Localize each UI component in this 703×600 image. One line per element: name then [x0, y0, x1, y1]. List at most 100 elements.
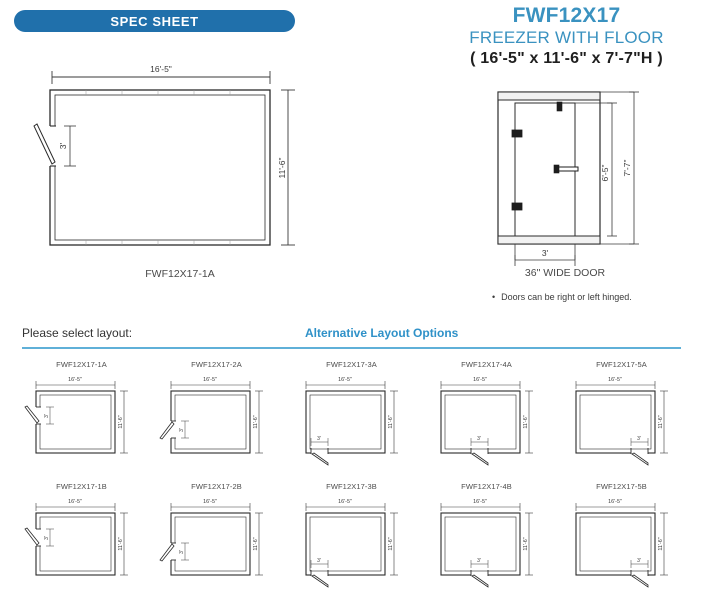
plan-panel-joints-top [85, 90, 231, 95]
thumb-depth-label: 11'-6" [523, 415, 529, 428]
elevation-top-cap [497, 91, 601, 101]
thumb-door-label: 3' [179, 428, 185, 432]
main-plan-caption: FWF12X17-1A [145, 268, 215, 280]
product-title-block: FWF12X17 FREEZER WITH FLOOR ( 16'-5" x 1… [430, 4, 703, 70]
thumb-door-label: 3' [317, 558, 321, 564]
door-hinge-note-text: Doors can be right or left hinged. [501, 292, 632, 302]
thumb-width-label: 16'-5" [338, 377, 352, 383]
layout-option-label: FWF12X17-5A [596, 360, 647, 369]
thumb-width-label: 16'-5" [68, 499, 82, 505]
layout-option-2a[interactable]: FWF12X17-2A 16'-5" 11'-6" [149, 356, 284, 478]
main-elevation-caption: 36" WIDE DOOR [524, 267, 606, 279]
layout-thumbnail-grid: FWF12X17-1A 16'-5" 11'-6" [14, 356, 689, 600]
layout-option-3a[interactable]: FWF12X17-3A 16'-5" 11'-6" [284, 356, 419, 478]
layout-option-drawing: 16'-5" 11'-6" 3' [419, 369, 554, 469]
elevation-strike-plate [556, 101, 563, 112]
layout-option-drawing: 16'-5" 11'-6" 3' [554, 369, 689, 469]
layout-option-drawing: 16'-5" 11'-6" 3' [554, 491, 689, 591]
layout-option-drawing: 16'-5" 11'-6" 3' [14, 491, 149, 591]
layout-option-5a[interactable]: FWF12X17-5A 16'-5" 11'-6" [554, 356, 689, 478]
elevation-door-width-dimension [514, 244, 576, 266]
thumb-depth-label: 11'-6" [118, 415, 124, 428]
layout-option-3b[interactable]: FWF12X17-3B 16'-5" 11'-6" [284, 478, 419, 600]
elevation-door-height-dimension [575, 102, 617, 237]
elevation-overall-height-dimension [600, 91, 639, 245]
thumb-door-label: 3' [477, 436, 481, 442]
thumb-width-label: 16'-5" [68, 377, 82, 383]
layout-option-label: FWF12X17-1A [56, 360, 107, 369]
elevation-svg: 6'-5" 7'-7" 3' [497, 91, 639, 266]
thumb-depth-label: 11'-6" [658, 415, 664, 428]
product-dimensions-title: ( 16'-5" x 11'-6" x 7'-7"H ) [470, 50, 663, 67]
plan-panel-joints-bottom [85, 240, 231, 245]
elevation-door-width-label: 3' [542, 248, 549, 258]
layout-option-label: FWF12X17-4B [461, 482, 512, 491]
layout-option-label: FWF12X17-4A [461, 360, 512, 369]
elevation-floor-band [497, 235, 601, 245]
layout-option-1a[interactable]: FWF12X17-1A 16'-5" 11'-6" [14, 356, 149, 478]
elevation-door-height-label: 6'-5" [600, 165, 610, 182]
layout-thumbnail-row: FWF12X17-1A 16'-5" 11'-6" [14, 356, 689, 478]
plan-door-dimension-label: 3' [58, 142, 68, 149]
thumb-width-label: 16'-5" [608, 377, 622, 383]
plan-inner-wall [54, 94, 266, 241]
plan-width-dimension [51, 71, 271, 84]
layout-option-4a[interactable]: FWF12X17-4A 16'-5" 11'-6" [419, 356, 554, 478]
main-floor-plan-drawing: 16'-5" 11'-6" [20, 60, 340, 290]
thumb-width-label: 16'-5" [608, 499, 622, 505]
thumb-door-label: 3' [44, 414, 50, 418]
layout-option-drawing: 16'-5" 11'-6" 3' [149, 369, 284, 469]
layout-option-drawing: 16'-5" 11'-6" 3' [14, 369, 149, 469]
thumb-width-label: 16'-5" [203, 499, 217, 505]
layout-option-label: FWF12X17-2A [191, 360, 242, 369]
elevation-hinge-lower [511, 202, 523, 211]
plan-door-opening [49, 126, 56, 166]
bullet-icon: • [492, 292, 496, 302]
spec-sheet-banner-label: SPEC SHEET [110, 13, 199, 29]
thumb-door-label: 3' [477, 558, 481, 564]
door-hinge-note: • Doors can be right or left hinged. [492, 291, 703, 303]
layout-option-5b[interactable]: FWF12X17-5B 16'-5" 11'-6" [554, 478, 689, 600]
layout-option-2b[interactable]: FWF12X17-2B 16'-5" 11'-6" [149, 478, 284, 600]
main-elevation-drawing: 6'-5" 7'-7" 3' [470, 78, 670, 283]
thumb-width-label: 16'-5" [338, 499, 352, 505]
layout-option-label: FWF12X17-5B [596, 482, 647, 491]
select-layout-divider [22, 347, 681, 349]
layout-option-drawing: 16'-5" 11'-6" 3' [419, 491, 554, 591]
thumb-depth-label: 11'-6" [388, 537, 394, 550]
layout-option-1b[interactable]: FWF12X17-1B 16'-5" 11'-6" [14, 478, 149, 600]
plan-depth-dimension [281, 89, 295, 246]
elevation-overall-height-label: 7'-7" [622, 160, 632, 177]
select-layout-bar: Please select layout: Alternative Layout… [22, 326, 681, 344]
thumb-depth-label: 11'-6" [253, 415, 259, 428]
thumb-door-label: 3' [637, 436, 641, 442]
select-layout-label: Please select layout: [22, 326, 133, 340]
plan-depth-dimension-label: 11'-6" [277, 157, 287, 178]
thumb-depth-label: 11'-6" [523, 537, 529, 550]
elevation-cabinet-outline [497, 91, 601, 245]
layout-option-label: FWF12X17-3A [326, 360, 377, 369]
thumb-depth-label: 11'-6" [658, 537, 664, 550]
plan-width-dimension-label: 16'-5" [150, 64, 172, 74]
thumb-depth-label: 11'-6" [253, 537, 259, 550]
layout-option-label: FWF12X17-3B [326, 482, 377, 491]
floor-plan-svg: 16'-5" 11'-6" [33, 64, 295, 246]
layout-option-drawing: 16'-5" 11'-6" 3' [284, 369, 419, 469]
spec-sheet-banner: SPEC SHEET [14, 10, 295, 32]
layout-option-drawing: 16'-5" 11'-6" 3' [284, 491, 419, 591]
product-model-title: FWF12X17 [512, 4, 621, 27]
thumb-width-label: 16'-5" [473, 499, 487, 505]
layout-option-label: FWF12X17-2B [191, 482, 242, 491]
layout-option-drawing: 16'-5" 11'-6" 3' [149, 491, 284, 591]
plan-door-dimension [64, 125, 76, 167]
elevation-door-handle [553, 164, 579, 174]
layout-option-4b[interactable]: FWF12X17-4B 16'-5" 11'-6" [419, 478, 554, 600]
thumb-depth-label: 11'-6" [118, 537, 124, 550]
thumb-door-label: 3' [637, 558, 641, 564]
alternative-layout-options-label: Alternative Layout Options [305, 326, 459, 340]
thumb-depth-label: 11'-6" [388, 415, 394, 428]
elevation-hinge-upper [511, 129, 523, 138]
thumb-door-label: 3' [179, 550, 185, 554]
plan-door-jambs [50, 125, 56, 167]
thumb-width-label: 16'-5" [473, 377, 487, 383]
